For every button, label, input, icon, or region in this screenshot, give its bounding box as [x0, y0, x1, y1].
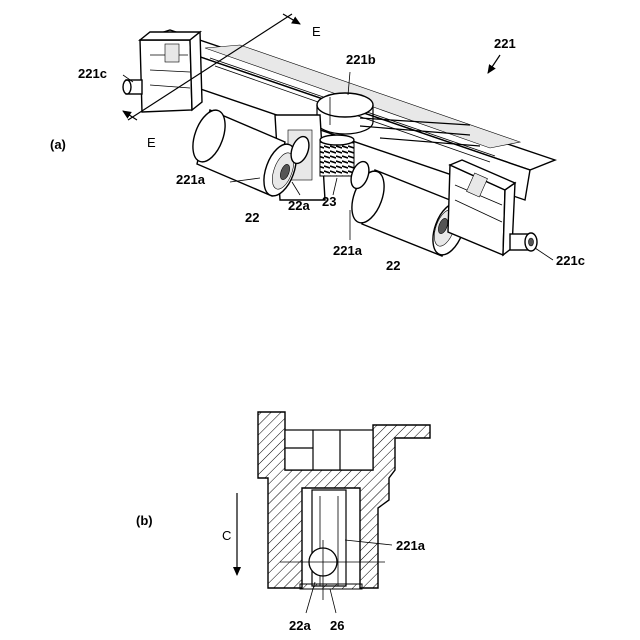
- label-23: 23: [322, 194, 336, 209]
- label-22a-b: 22a: [289, 618, 311, 633]
- spring-23: [320, 135, 354, 176]
- label-direction-c: C: [222, 528, 231, 543]
- left-end-block: [140, 32, 202, 112]
- label-221: 221: [494, 36, 516, 51]
- label-221a-b: 221a: [396, 538, 426, 553]
- label-22-right: 22: [386, 258, 400, 273]
- label-221b: 221b: [346, 52, 376, 67]
- label-panel-b: (b): [136, 513, 153, 528]
- label-22-left: 22: [245, 210, 259, 225]
- label-section-bottom: E: [147, 135, 156, 150]
- label-section-top: E: [312, 24, 321, 39]
- label-panel-a: (a): [50, 137, 66, 152]
- plate-26: [300, 584, 362, 589]
- label-221a-left: 221a: [176, 172, 206, 187]
- inner-cavity: [285, 430, 373, 470]
- label-221a-right: 221a: [333, 243, 363, 258]
- label-26: 26: [330, 618, 344, 633]
- view-a: (a) 221 221b 221c 221c 221a 221a 22 22 2…: [50, 14, 585, 273]
- right-pin: [510, 233, 537, 251]
- label-221c-right: 221c: [556, 253, 585, 268]
- label-22a: 22a: [288, 198, 310, 213]
- label-221c-left: 221c: [78, 66, 107, 81]
- view-b: (b) C 221a 22a 26: [136, 412, 430, 633]
